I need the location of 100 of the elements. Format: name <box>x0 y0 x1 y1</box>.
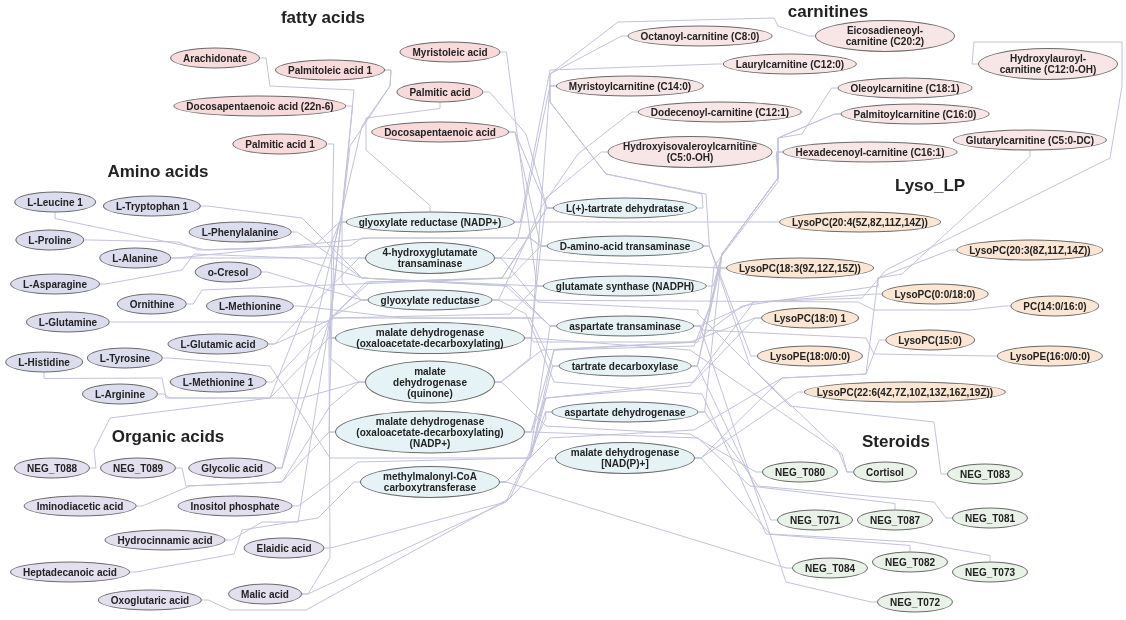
network-edge <box>135 381 366 507</box>
metabolite-ellipse: Palmitic acid 1 <box>232 133 328 155</box>
network-edge <box>702 245 854 473</box>
metabolite-ellipse: Hexadecenoyl-carnitine (C16:1) <box>782 141 958 163</box>
metabolite-ellipse: L-Methionine 1 <box>169 371 267 393</box>
network-edge <box>275 221 347 469</box>
metabolite-ellipse: NEG_T083 <box>947 463 1023 485</box>
group-title: Lyso_LP <box>894 175 966 198</box>
metabolite-ellipse: Glycolic acid <box>188 457 276 479</box>
metabolite-ellipse: glyoxylate reductase <box>367 289 493 311</box>
metabolite-ellipse: LysoPE(16:0/0:0) <box>996 345 1104 367</box>
metabolite-ellipse: Glutarylcarnitine (C5:0-DC) <box>952 129 1108 151</box>
metabolite-ellipse: o-Cresol <box>194 261 262 283</box>
metabolite-ellipse: malate dehydrogenase (oxaloacetate-decarboxylating) (NADP+) <box>335 410 525 454</box>
metabolite-ellipse: 4-hydroxyglutamate transaminase <box>365 242 495 274</box>
network-edge <box>301 411 552 595</box>
metabolite-ellipse: NEG_T081 <box>952 507 1028 529</box>
network-edge <box>328 69 392 339</box>
metabolite-ellipse: Docosapentaenoic acid (22n-6) <box>173 95 347 117</box>
metabolite-ellipse: LysoPC(15:0) <box>885 329 975 351</box>
metabolite-ellipse: Ornithine <box>116 293 188 315</box>
network-edge <box>494 381 763 473</box>
group-title: fatty acids <box>280 7 366 30</box>
metabolite-ellipse: Malic acid <box>228 583 302 605</box>
metabolite-ellipse: Arachidonate <box>170 47 260 69</box>
metabolite-ellipse: Oleoylcarnitine (C18:1) <box>837 77 973 99</box>
metabolite-ellipse: L-Methionine <box>205 295 295 317</box>
metabolite-ellipse: Inositol phosphate <box>177 495 293 517</box>
metabolite-ellipse: L-Tyrosine <box>86 347 164 369</box>
metabolite-ellipse: LysoPC(22:6(4Z,7Z,10Z,13Z,16Z,19Z)) <box>803 381 1007 403</box>
metabolite-ellipse: malate dehydrogenase [NAD(P)+] <box>555 442 695 474</box>
metabolite-ellipse: L-Leucine 1 <box>14 191 96 213</box>
metabolite-ellipse: LysoPC(0:0/18:0) <box>881 283 989 305</box>
metabolite-ellipse: glyoxylate reductase (NADP+) <box>345 211 515 233</box>
metabolite-ellipse: Hydroxyisovaleroylcarnitine (C5:0-OH) <box>607 136 773 168</box>
network-edge <box>109 285 544 323</box>
metabolite-ellipse: NEG_T072 <box>877 591 953 613</box>
network-edge <box>690 365 778 521</box>
metabolite-ellipse: Myristoleic acid <box>399 41 501 63</box>
metabolite-ellipse: Eicosadieneoyl-carnitine (C20:2) <box>815 20 955 52</box>
metabolite-ellipse: L-Histidine <box>5 351 83 373</box>
metabolite-ellipse: Dodecenoyl-carnitine (C12:1) <box>637 101 803 123</box>
metabolite-ellipse: L-Phenylalanine <box>188 221 292 243</box>
network-edge <box>268 257 366 345</box>
metabolite-ellipse: Docosapentaenoic acid <box>371 121 509 143</box>
group-title: Organic acids <box>111 426 225 449</box>
metabolite-ellipse: NEG_T088 <box>14 457 90 479</box>
metabolite-ellipse: NEG_T080 <box>762 461 838 483</box>
metabolite-ellipse: NEG_T087 <box>857 509 933 531</box>
metabolite-ellipse: Iminodiacetic acid <box>23 495 137 517</box>
metabolite-ellipse: NEG_T089 <box>100 457 176 479</box>
metabolite-ellipse: methylmalonyl-CoA carboxytransferase <box>360 466 500 498</box>
network-edge <box>698 411 953 519</box>
metabolite-ellipse: Hydroxylauroyl-carnitine (C12:0-OH) <box>978 48 1118 80</box>
metabolite-ellipse: L-Glutamic acid <box>167 333 269 355</box>
network-edge <box>499 481 793 569</box>
metabolite-ellipse: Palmitic acid <box>396 81 484 103</box>
network-edge <box>175 431 336 487</box>
network-edge <box>706 87 838 287</box>
network-edge <box>494 257 948 475</box>
metabolite-ellipse: L-Glutamine <box>25 311 111 333</box>
metabolite-ellipse: Heptadecanoic acid <box>10 561 130 583</box>
metabolite-ellipse: Oxoglutaric acid <box>97 589 203 611</box>
network-edge <box>365 102 441 212</box>
metabolite-ellipse: NEG_T071 <box>777 509 853 531</box>
metabolite-ellipse: LysoPE(18:0/0:0) <box>756 345 864 367</box>
metabolite-ellipse: Palmitoleic acid 1 <box>275 59 385 81</box>
metabolite-ellipse: tartrate decarboxylase <box>558 355 692 377</box>
metabolite-ellipse: D-amino-acid transaminase <box>546 235 704 257</box>
metabolite-ellipse: Hydrocinnamic acid <box>104 529 226 551</box>
metabolite-ellipse: NEG_T082 <box>872 551 948 573</box>
metabolite-ellipse: NEG_T073 <box>952 561 1028 583</box>
network-edge <box>291 365 560 507</box>
network-edge <box>492 299 911 552</box>
metabolite-ellipse: L-Arginine <box>82 383 158 405</box>
metabolite-ellipse: Elaidic acid <box>243 537 325 559</box>
metabolite-ellipse: LysoPC(20:4(5Z,8Z,11Z,14Z)) <box>779 211 941 233</box>
metabolite-ellipse: L-Tryptophan 1 <box>102 195 202 217</box>
metabolite-ellipse: Octanoyl-carnitine (C8:0) <box>627 25 773 47</box>
metabolite-ellipse: glutamate synthase (NADPH) <box>542 275 708 297</box>
network-edge <box>694 457 991 562</box>
metabolite-ellipse: aspartate dehydrogenase <box>551 401 699 423</box>
metabolite-ellipse: L(+)-tartrate dehydratase <box>552 197 698 219</box>
metabolite-ellipse: Palmitoylcarnitine (C16:0) <box>840 103 990 125</box>
metabolite-ellipse: L-Proline <box>15 229 85 251</box>
network-edge <box>693 325 878 603</box>
metabolite-ellipse: LysoPC(18:3(9Z,12Z,15Z)) <box>726 257 874 279</box>
group-title: Steroids <box>862 431 930 454</box>
metabolite-ellipse: NEG_T084 <box>792 557 868 579</box>
metabolite-ellipse: Laurylcarnitine (C12:0) <box>722 53 858 75</box>
metabolite-ellipse: PC(14:0/16:0) <box>1010 295 1100 317</box>
network-edge <box>524 431 896 510</box>
metabolite-ellipse: Cortisol <box>853 461 917 483</box>
network-edge <box>324 457 556 549</box>
group-title: Amino acids <box>107 161 209 184</box>
metabolite-ellipse: L-Asparagine <box>10 273 100 295</box>
metabolite-ellipse: LysoPC(20:3(8Z,11Z,14Z)) <box>956 239 1104 261</box>
metabolite-ellipse: LysoPC(18:0) 1 <box>761 307 859 329</box>
metabolite-ellipse: Myristoylcarnitine (C14:0) <box>555 75 705 97</box>
metabolite-ellipse: L-Alanine <box>99 247 171 269</box>
